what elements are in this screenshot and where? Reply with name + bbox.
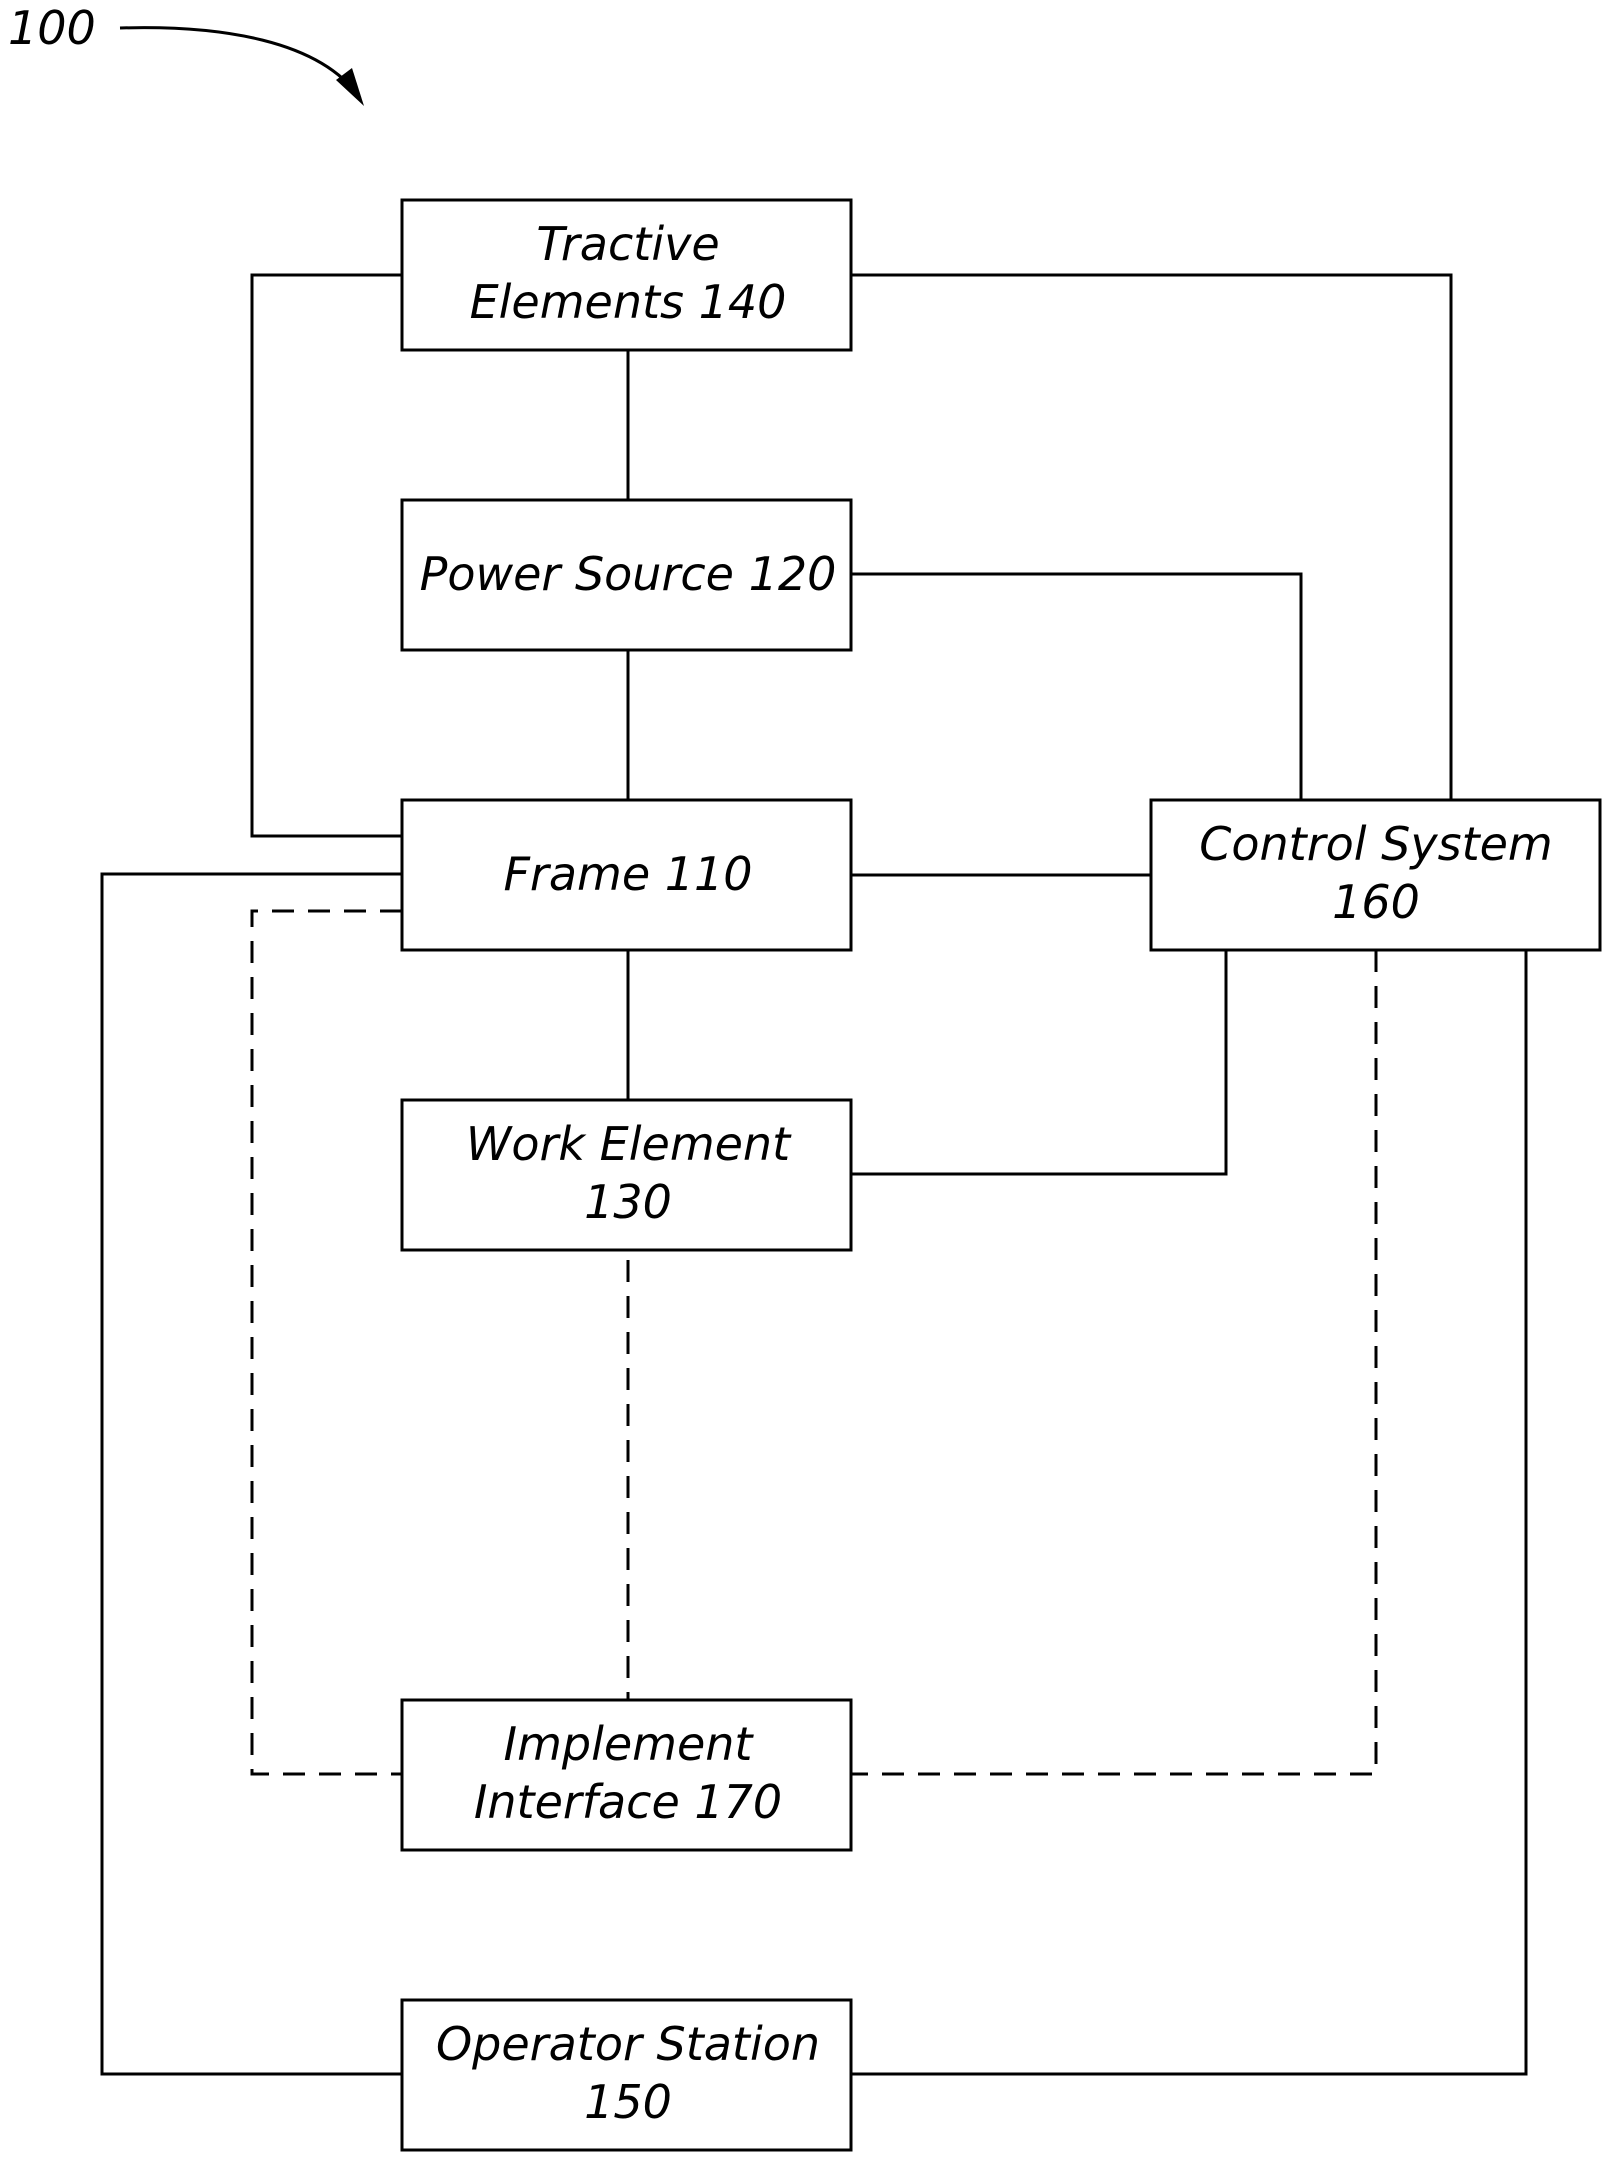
box-frame: Frame 110 <box>402 800 851 950</box>
box-power-source: Power Source 120 <box>402 500 851 650</box>
connector-work-control <box>851 950 1226 1174</box>
box-work-element-line1: Work Element <box>466 1117 792 1171</box>
figure-reference-arrowhead <box>336 68 364 106</box>
figure-reference: 100 <box>8 1 96 55</box>
box-tractive-elements: Tractive Elements 140 <box>402 200 851 350</box>
box-implement-interface-line2: Interface 170 <box>474 1775 782 1829</box>
connector-tractive-frame-left <box>252 275 402 836</box>
box-control-system-line1: Control System <box>1199 817 1552 871</box>
dashed-frame-implement <box>252 911 402 1774</box>
box-control-system-line2: 160 <box>1332 875 1420 929</box>
box-control-system: Control System 160 <box>1151 800 1600 950</box>
dashed-connectors <box>252 911 1376 1774</box>
box-tractive-elements-line2: Elements 140 <box>470 275 787 329</box>
box-implement-interface-line1: Implement <box>504 1717 755 1771</box>
figure-reference-arrow <box>120 28 360 98</box>
box-operator-station-line2: 150 <box>584 2075 672 2129</box>
box-work-element: Work Element 130 <box>402 1100 851 1250</box>
dashed-control-implement <box>851 950 1376 1774</box>
box-operator-station-line1: Operator Station <box>436 2017 820 2071</box>
box-operator-station: Operator Station 150 <box>402 2000 851 2150</box>
box-tractive-elements-line1: Tractive <box>536 217 719 271</box>
box-implement-interface: Implement Interface 170 <box>402 1700 851 1850</box>
box-work-element-line2: 130 <box>584 1175 672 1229</box>
connector-power-control <box>851 574 1301 800</box>
connector-control-operator <box>851 950 1526 2074</box>
connector-tractive-control <box>851 275 1451 800</box>
box-frame-line1: Frame 110 <box>503 847 752 901</box>
box-power-source-line1: Power Source 120 <box>420 547 837 601</box>
